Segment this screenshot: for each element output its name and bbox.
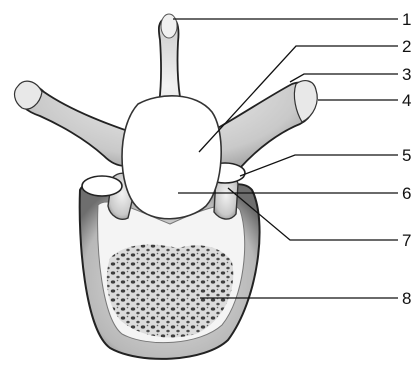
label-2: 2 bbox=[402, 37, 411, 56]
label-8: 8 bbox=[402, 289, 411, 308]
label-7: 7 bbox=[402, 231, 411, 250]
leader-line-5 bbox=[240, 155, 398, 176]
spinous-process-tip bbox=[161, 14, 177, 38]
articular-facet-left bbox=[82, 176, 122, 196]
label-4: 4 bbox=[402, 91, 411, 110]
label-6: 6 bbox=[402, 184, 411, 203]
label-3: 3 bbox=[402, 65, 411, 84]
callout-labels: 1 2 3 4 5 6 7 8 bbox=[402, 10, 411, 308]
label-5: 5 bbox=[402, 146, 411, 165]
label-1: 1 bbox=[402, 10, 411, 29]
vertebral-foramen bbox=[122, 96, 221, 219]
